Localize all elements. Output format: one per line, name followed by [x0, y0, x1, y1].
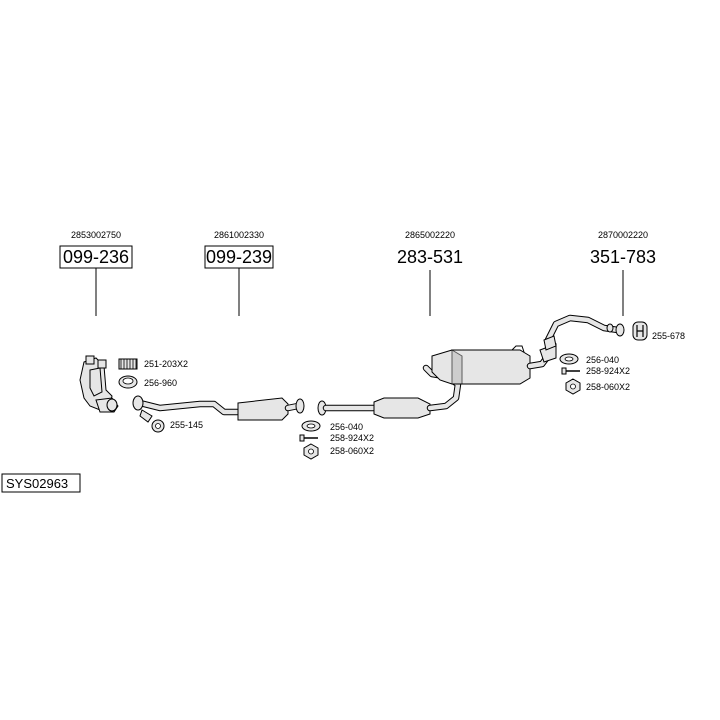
- accessory-label: 258-060X2: [330, 446, 374, 456]
- accessory-label: 258-924X2: [330, 433, 374, 443]
- part-number: 099-236: [63, 247, 129, 267]
- part-number: 351-783: [590, 247, 656, 267]
- spring-icon: [118, 358, 138, 370]
- accessory-label: 258-924X2: [586, 366, 630, 376]
- accessory-label: 255-145: [170, 420, 203, 430]
- part-number: 099-239: [206, 247, 272, 267]
- nut-icon: [565, 378, 581, 395]
- section-catalyst: 2853002750 099-236: [59, 230, 133, 316]
- accessory-label: 255-678: [652, 331, 685, 341]
- section-rear-pipe: 2870002220 351-783: [590, 230, 656, 316]
- nut-icon: [303, 443, 319, 460]
- section-ref: 2853002750: [71, 230, 121, 240]
- part-number: 283-531: [397, 247, 463, 267]
- section-ref: 2865002220: [405, 230, 455, 240]
- diagram-code-label: SYS02963: [6, 476, 68, 491]
- mid-gasket-icon: [301, 420, 321, 432]
- bolt-icon: [299, 434, 318, 442]
- accessory-label: 256-040: [586, 355, 619, 365]
- tail-pipe-drawing: [543, 314, 625, 351]
- hanger-icon: [632, 321, 648, 341]
- rear-silencer-drawing: [431, 343, 557, 385]
- diagram-code-box: [1, 473, 81, 493]
- ring-gasket-icon: [118, 375, 138, 389]
- clamp-icon: [151, 419, 165, 433]
- diagram-code: SYS02963: [1, 473, 81, 493]
- bolt-icon: [561, 367, 580, 375]
- catalytic-converter-drawing: [79, 355, 119, 413]
- accessory-label: 251-203X2: [144, 359, 188, 369]
- section-ref: 2870002220: [598, 230, 648, 240]
- section-middle-silencer: 2865002220 283-531: [397, 230, 463, 316]
- accessory-label: 256-960: [144, 378, 177, 388]
- accessory-label: 258-060X2: [586, 382, 630, 392]
- section-front-pipe: 2861002330 099-239: [204, 230, 274, 316]
- section-ref: 2861002330: [214, 230, 264, 240]
- rear-gasket-icon: [559, 353, 579, 365]
- accessory-label: 256-040: [330, 422, 363, 432]
- front-pipe-drawing: [132, 395, 305, 423]
